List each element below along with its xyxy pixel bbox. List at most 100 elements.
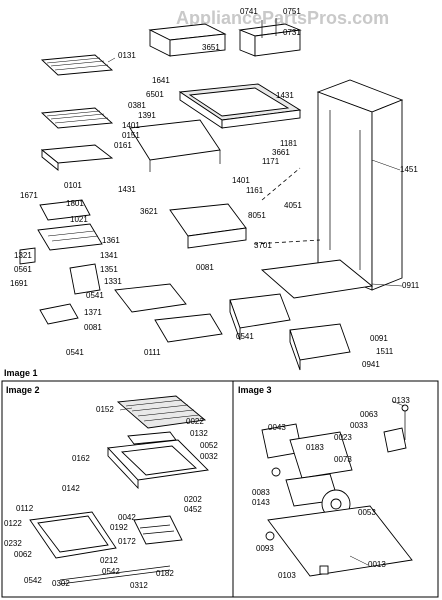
- label: 3651: [202, 43, 220, 52]
- label: 1371: [84, 308, 102, 317]
- label: 0162: [72, 454, 90, 463]
- part-1371: [39, 303, 79, 325]
- label: 8051: [248, 211, 266, 220]
- label: 1321: [14, 251, 32, 260]
- label: 1691: [10, 279, 28, 288]
- damper-1351: [69, 263, 101, 295]
- label: 0033: [350, 421, 368, 430]
- label: 0083: [252, 488, 270, 497]
- label: 3701: [254, 241, 272, 250]
- part-0063: [383, 427, 407, 453]
- label: 0731: [283, 28, 301, 37]
- cabinet-1451: [316, 79, 404, 291]
- label: 0542: [102, 567, 120, 576]
- label: 0053: [358, 508, 376, 517]
- label: 0561: [14, 265, 32, 274]
- shelf-0081: [114, 283, 187, 313]
- label: 1451: [400, 165, 418, 174]
- cover-1361: [37, 223, 103, 251]
- wire-shelf-0131: [40, 54, 114, 171]
- label: 0212: [100, 556, 118, 565]
- bracket-1021: [39, 199, 91, 221]
- label: 0052: [200, 441, 218, 450]
- label: 0183: [306, 443, 324, 452]
- label: 1671: [20, 191, 38, 200]
- label: 0112: [16, 504, 34, 513]
- label: 1431: [276, 91, 294, 100]
- label: 0042: [118, 513, 136, 522]
- label: 0452: [184, 505, 202, 514]
- label: 0091: [370, 334, 388, 343]
- label: 0081: [196, 263, 214, 272]
- control-0172: [133, 515, 183, 545]
- label: 0941: [362, 360, 380, 369]
- label: 0122: [4, 519, 22, 528]
- label: 4051: [284, 201, 302, 210]
- label: 0043: [268, 423, 286, 432]
- crisper-cover: [260, 259, 374, 299]
- label: 0381: [128, 101, 146, 110]
- label: 0101: [64, 181, 82, 190]
- label: 6501: [146, 90, 164, 99]
- label: 0741: [240, 7, 258, 16]
- label: 0541: [236, 332, 254, 341]
- label: 0202: [184, 495, 202, 504]
- label: 1171: [262, 157, 280, 166]
- glass-shelf-0152: [116, 395, 207, 429]
- shelf-0111: [154, 313, 223, 343]
- label: 0013: [368, 560, 386, 569]
- label: 1641: [152, 76, 170, 85]
- label: 0911: [402, 281, 420, 290]
- label: 0192: [110, 523, 128, 532]
- label: 1181: [280, 139, 298, 148]
- evaporator-0183: [289, 431, 353, 479]
- label: 0093: [256, 544, 274, 553]
- label: 1341: [100, 251, 118, 260]
- label: 0131: [118, 51, 136, 60]
- leader-lines: [107, 57, 405, 566]
- label: 0062: [14, 550, 32, 559]
- label: 1391: [138, 111, 156, 120]
- label: 1511: [376, 347, 394, 356]
- label: 0232: [4, 539, 22, 548]
- label: 0541: [86, 291, 104, 300]
- label: 0542: [24, 576, 42, 585]
- label: 0142: [62, 484, 80, 493]
- label: 1161: [246, 186, 264, 195]
- label: 0172: [118, 537, 136, 546]
- label: 1401: [232, 176, 250, 185]
- part-0103: [319, 565, 329, 575]
- label: 1431: [118, 185, 136, 194]
- label: 0103: [278, 571, 296, 580]
- label: 1361: [102, 236, 120, 245]
- section-title-image3: Image 3: [238, 385, 272, 395]
- rail-assembly: [129, 119, 221, 161]
- label: 1801: [66, 199, 84, 208]
- label: 0132: [190, 429, 208, 438]
- label: 0111: [144, 348, 161, 357]
- crisper-drawer-left: [229, 293, 291, 329]
- label: 1331: [104, 277, 122, 286]
- label: 0133: [392, 396, 410, 405]
- image2-drawing: [29, 395, 209, 585]
- label: 3621: [140, 207, 158, 216]
- label: 0073: [334, 455, 352, 464]
- label: 0151: [122, 131, 140, 140]
- label: 0152: [96, 405, 114, 414]
- image3-drawing: [261, 404, 413, 577]
- label: 0023: [334, 433, 352, 442]
- label: 0081: [84, 323, 102, 332]
- label: 0182: [156, 569, 174, 578]
- label: 0161: [114, 141, 132, 150]
- image1-labels: 0741 0751 0731 3651 0131 1641 6501 0381 …: [10, 7, 420, 369]
- lower-frame: [1, 380, 439, 598]
- label: 1021: [70, 215, 88, 224]
- image3-labels: 0133 0063 0043 0033 0023 0183 0073 0083 …: [252, 396, 410, 580]
- watermark: AppliancePartsPros.com: [176, 8, 389, 28]
- label: 1401: [122, 121, 140, 130]
- image1-drawing: [19, 18, 404, 371]
- label: 3661: [272, 148, 290, 157]
- base-0013: [267, 505, 413, 577]
- label: 1351: [100, 265, 118, 274]
